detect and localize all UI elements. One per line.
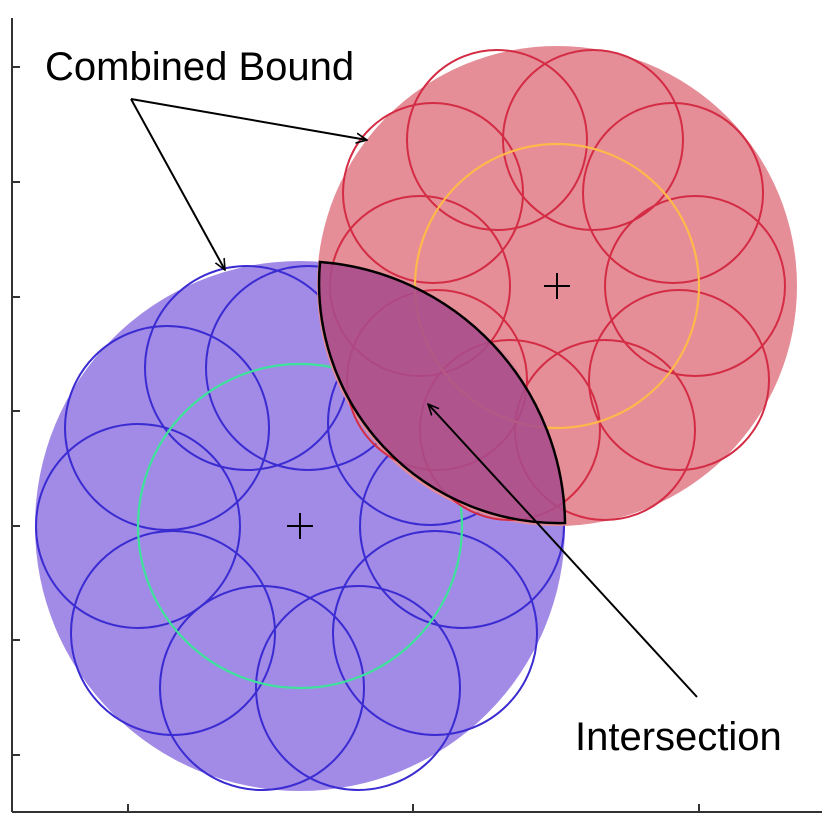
intersection-arrow [428,404,698,698]
blue-small-circle [255,585,461,791]
red-small-circle [342,102,524,284]
annotation-arrows [130,98,698,698]
blue-inner-bound-circle [136,362,464,690]
combined-bound-label: Combined Bound [45,45,354,89]
intersection-label: Intersection [575,715,782,759]
red-small-circle [604,195,786,377]
red-small-circle [588,289,770,471]
axes [11,18,822,813]
blue-small-circle [159,585,365,791]
intersection-region [317,260,567,525]
plus-icon [287,513,313,539]
combined-bound-arrow-red [130,98,367,140]
red-small-circle [406,49,588,231]
combined-bound-arrow-blue [130,98,225,270]
red-small-circle [502,49,684,231]
blue-small-circle [70,530,276,736]
blue-small-circle [64,325,270,531]
red-inner-bound-circle [413,142,701,430]
blue-small-circle [332,530,538,736]
blue-small-circle [35,423,241,629]
plus-icon [544,273,570,299]
red-small-circle [582,102,764,284]
